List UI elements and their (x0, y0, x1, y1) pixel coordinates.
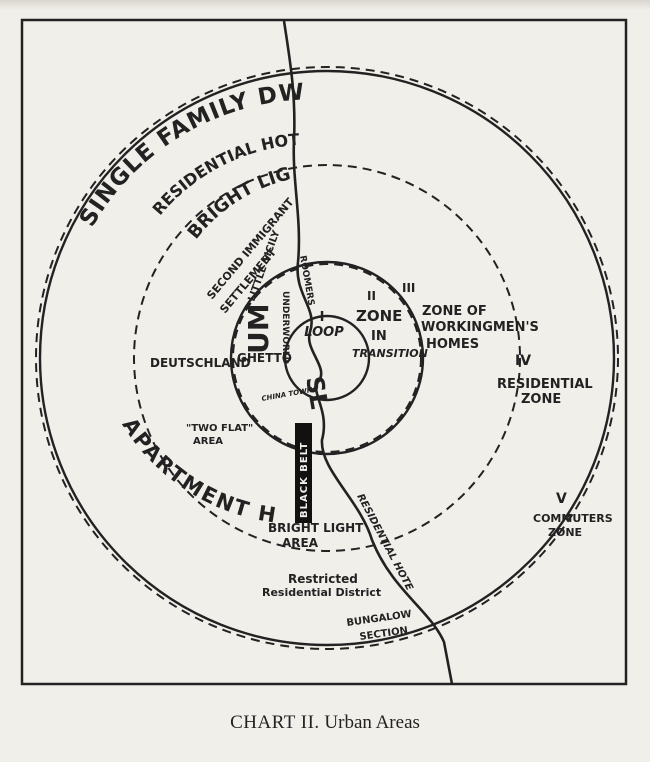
caption-number: CHART II. (230, 712, 320, 733)
zone-iv-name-1: RESIDENTIAL (497, 377, 593, 392)
ring-residential (38, 69, 616, 647)
black-belt-bar (295, 423, 312, 523)
page-edge-shadow (0, 0, 650, 10)
underworld-label: UNDERWORLD (280, 291, 290, 364)
restricted-district-label: Residential District (262, 586, 381, 599)
slum-label-right: SL (300, 374, 333, 411)
ring-residential-dashed (35, 66, 619, 650)
zone-iii-name-2: WORKINGMEN'S (421, 320, 539, 335)
restricted-label: Restricted (288, 572, 358, 586)
zone-ii-name-1: ZONE (356, 307, 402, 325)
lake-shore-line (282, 20, 454, 685)
ring-transition (229, 260, 425, 456)
slum-label-left: UM (242, 303, 275, 354)
zone-iv-numeral: IV (515, 353, 531, 369)
zone-iv-name-2: ZONE (521, 392, 561, 407)
two-flat-label: "TWO FLAT" (186, 423, 253, 434)
zone-ii-numeral: II (367, 289, 376, 303)
ring-workingmen-dashed (133, 164, 521, 552)
bright-light-area-label: BRIGHT LIGHT AREA (0, 0, 293, 243)
urban-zones-diagram: BLACK BELT SINGLE FAMILY DWELLINGS RESID… (0, 0, 628, 686)
zone-ii-name-2: IN (371, 329, 387, 344)
ring-transition-dashed (232, 263, 422, 453)
zone-v-numeral: V (556, 491, 567, 507)
figure-caption: CHART II. Urban Areas (0, 712, 650, 734)
zone-iii-name-3: HOMES (426, 337, 479, 352)
zone-iii-name-1: ZONE OF (422, 304, 487, 319)
black-belt-label: BLACK BELT (299, 442, 310, 518)
ghetto-label: GHETTO (237, 351, 292, 365)
zone-ii-name-3: TRANSITION (352, 347, 428, 360)
two-flat-area-label: AREA (193, 436, 223, 447)
zone-i-numeral: I (320, 310, 325, 325)
bright-light-lower-label: BRIGHT LIGHT (268, 521, 364, 535)
diagram-frame (20, 18, 628, 686)
bright-light-lower-area-label: AREA (282, 536, 319, 550)
zone-iii-numeral: III (402, 281, 415, 295)
caption-title: Urban Areas (324, 712, 420, 733)
zone-v-name-1: COMMUTERS (533, 512, 613, 525)
ring-loop (283, 314, 371, 402)
deutschland-label: DEUTSCHLAND (150, 356, 251, 370)
zone-v-name-2: ZONE (548, 526, 582, 539)
single-family-label: SINGLE FAMILY DWELLINGS (0, 0, 306, 231)
zone-i-name: LOOP (304, 325, 344, 340)
